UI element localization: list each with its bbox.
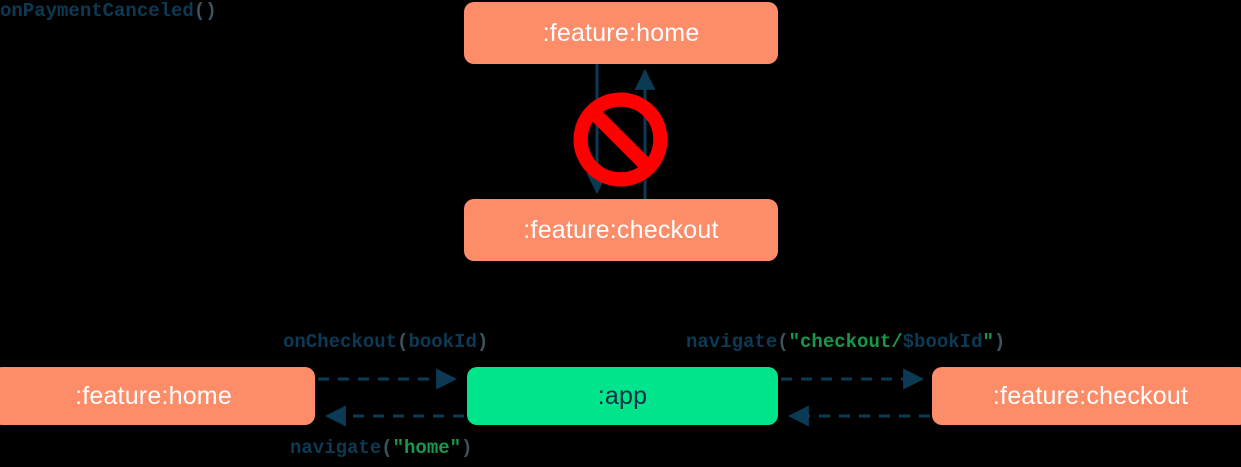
node-feature-home-forbidden[interactable]: :feature:home [464, 2, 778, 64]
token-tmpl: $bookId [902, 331, 983, 353]
token-arg: bookId [408, 331, 477, 353]
token-punc: () [193, 0, 217, 22]
node-app[interactable]: :app [467, 367, 778, 425]
node-feature-checkout-allowed[interactable]: :feature:checkout [932, 367, 1241, 425]
token-str: "checkout/ [788, 331, 903, 353]
token-str: " [982, 331, 994, 353]
edge-label-navigate-home: navigate("home") [290, 437, 472, 459]
token-str: "home" [392, 437, 462, 459]
edge-label-on-payment-canceled: onPaymentCanceled() [0, 0, 217, 22]
forbidden-icon [573, 92, 668, 187]
token-fn: onPaymentCanceled [0, 0, 194, 22]
token-punc: ) [476, 331, 489, 353]
token-punc: ) [461, 437, 473, 459]
token-fn: navigate [290, 437, 382, 459]
token-punc: ( [397, 331, 409, 353]
token-fn: navigate [686, 331, 778, 353]
edge-label-navigate-checkout: navigate("checkout/$bookId") [686, 331, 1005, 353]
edge-label-on-checkout: onCheckout(bookId) [283, 331, 488, 353]
node-feature-home-allowed[interactable]: :feature:home [0, 367, 315, 425]
node-feature-checkout-forbidden[interactable]: :feature:checkout [464, 199, 778, 261]
token-punc: ( [381, 437, 393, 459]
token-fn: onCheckout [283, 331, 398, 353]
token-punc: ) [993, 331, 1006, 353]
token-punc: ( [777, 331, 789, 353]
